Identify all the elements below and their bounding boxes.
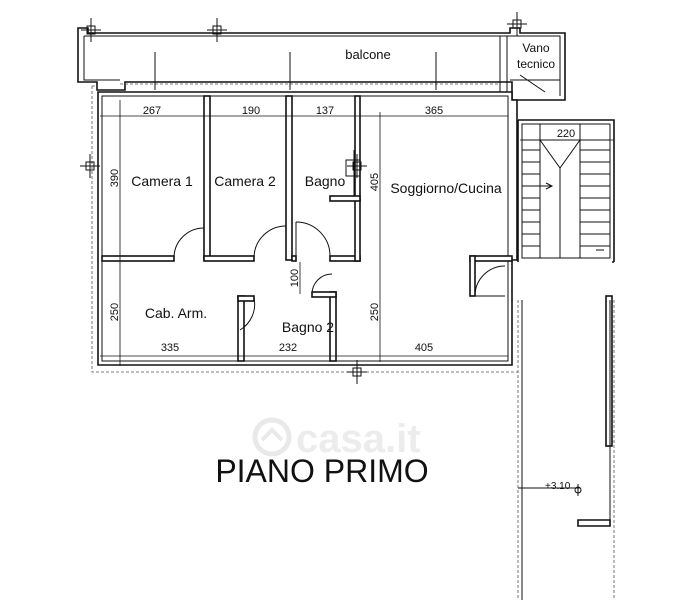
room-label-cab-arm: Cab. Arm. xyxy=(145,305,207,321)
dim-stair-width: 220 xyxy=(557,128,575,140)
room-label-soggiorno-cucina: Soggiorno/Cucina xyxy=(390,180,502,196)
dim-mid-lower: 250 xyxy=(369,303,381,321)
grid-markers xyxy=(80,12,527,384)
watermark: casa.it xyxy=(252,417,421,461)
balcony xyxy=(77,27,566,101)
room-label-vano: Vano xyxy=(522,41,549,55)
plan-title: PIANO PRIMO xyxy=(215,453,428,489)
watermark-text: casa.it xyxy=(296,417,421,461)
level-mark-text: +3.10 xyxy=(545,481,571,492)
grid-marker xyxy=(207,18,227,42)
dim-left-lower: 250 xyxy=(109,303,121,321)
grid-marker xyxy=(347,360,367,384)
grid-marker xyxy=(80,154,100,178)
grid-marker xyxy=(507,12,527,36)
dim-bottom-soggiorno: 405 xyxy=(415,342,433,354)
dimension-lines xyxy=(100,52,614,366)
dim-mid-upper: 405 xyxy=(369,173,381,191)
outer-walls xyxy=(91,85,518,373)
staircase xyxy=(517,119,615,600)
doors xyxy=(173,150,506,331)
room-label-balcone: balcone xyxy=(345,47,391,62)
room-label-camera-1: Camera 1 xyxy=(131,173,193,189)
room-label-bagno: Bagno xyxy=(305,173,346,189)
dim-bottom-cab: 335 xyxy=(161,342,179,354)
room-label-tecnico: tecnico xyxy=(517,57,555,71)
dim-top-camera-2: 190 xyxy=(242,105,260,117)
dim-top-bagno: 137 xyxy=(316,105,334,117)
dim-bottom-bagno-2: 232 xyxy=(279,342,297,354)
dim-top-soggiorno: 365 xyxy=(425,105,443,117)
dim-corridor: 100 xyxy=(289,269,301,287)
level-marker: +3.10 xyxy=(545,481,582,496)
room-label-bagno-2: Bagno 2 xyxy=(282,319,334,335)
dim-left-upper: 390 xyxy=(109,169,121,187)
dim-top-camera-1: 267 xyxy=(143,105,161,117)
internal-walls xyxy=(101,95,513,362)
grid-marker xyxy=(81,18,101,42)
room-label-camera-2: Camera 2 xyxy=(214,173,276,189)
grid-marker xyxy=(347,154,367,178)
